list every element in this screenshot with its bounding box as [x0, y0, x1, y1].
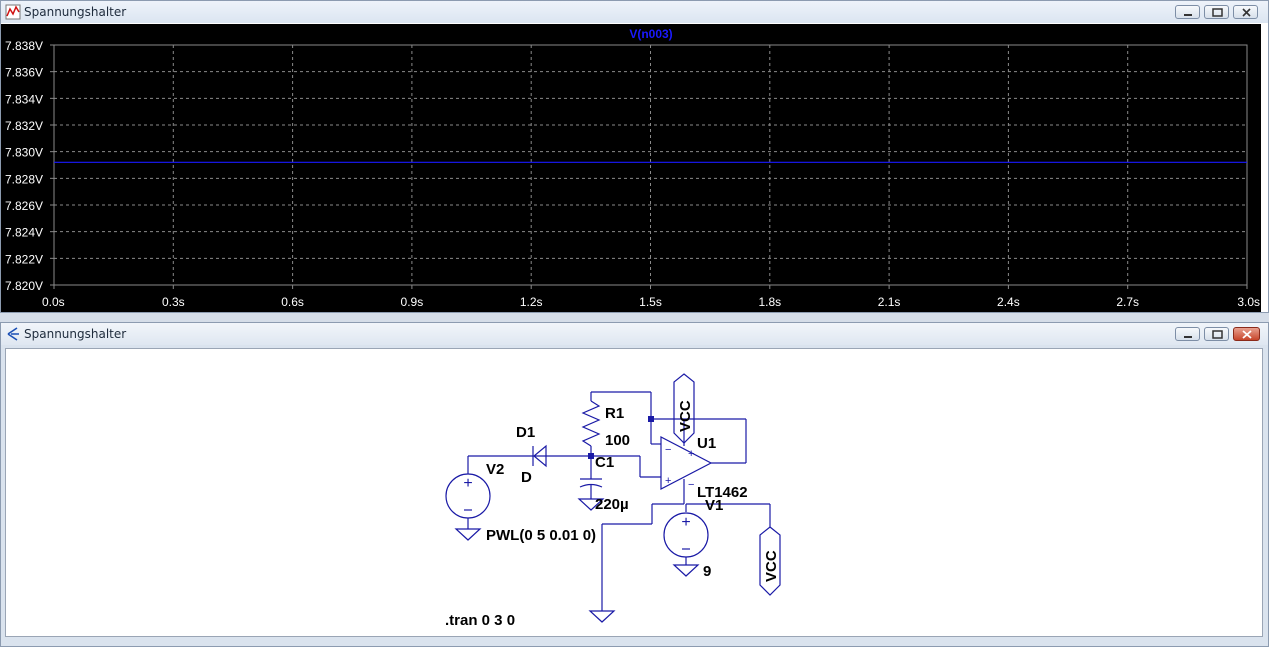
waveform-chart[interactable]: 0.0s 0.3s 0.6s 0.9s 1.2s 1.5s 1.8s 2.1s 2.4s 2.7s…	[1, 24, 1261, 312]
svg-text:+: +	[688, 448, 694, 460]
x-tick-label: 1.8s	[758, 295, 781, 309]
v2-name-label: V2	[486, 461, 504, 478]
opamp-u1[interactable]	[588, 418, 747, 623]
u1-value-label: LT1462	[697, 484, 748, 501]
ground-icon	[454, 528, 482, 541]
y-tick-label: 7.830V	[5, 146, 43, 160]
y-tick-label: 7.838V	[5, 39, 43, 53]
r1-name-label: R1	[605, 405, 624, 422]
schematic-window-titlebar[interactable]: Spannungshalter	[1, 323, 1268, 345]
x-tick-label: 1.5s	[639, 295, 662, 309]
minimize-button[interactable]	[1175, 5, 1200, 19]
x-tick-label: 0.3s	[162, 295, 185, 309]
y-tick-label: 7.826V	[5, 199, 43, 213]
plot-window-title: Spannungshalter	[24, 5, 127, 19]
ground-icon	[588, 610, 616, 623]
diode-d1[interactable]	[532, 444, 591, 468]
waveform-icon	[5, 4, 21, 20]
v2-value-label: PWL(0 5 0.01 0)	[486, 527, 596, 544]
x-tick-label: 2.1s	[878, 295, 901, 309]
schematic-window: Spannungshalter +	[0, 322, 1269, 647]
y-tick-label: 7.834V	[5, 92, 43, 106]
junction-dot	[588, 453, 594, 459]
restore-button[interactable]	[1204, 327, 1229, 341]
c1-value-label: 220µ	[595, 496, 629, 513]
y-tick-label: 7.820V	[5, 279, 43, 293]
y-tick-label: 7.836V	[5, 66, 43, 80]
x-tick-label: 2.4s	[997, 295, 1020, 309]
schematic-window-title: Spannungshalter	[24, 327, 127, 341]
ground-icon	[672, 564, 700, 577]
ground-icon	[577, 498, 605, 511]
d1-name-label: D1	[516, 424, 535, 441]
svg-text:−: −	[688, 479, 694, 491]
plot-window: Spannungshalter 0.0s 0.3s 0.6s 0.9s 1.2s 1.5s…	[0, 0, 1269, 313]
v1-name-label: V1	[705, 497, 723, 514]
schematic-canvas[interactable]: +	[5, 348, 1263, 637]
vcc-net-label-top[interactable]	[673, 373, 695, 444]
x-tick-label: 2.7s	[1116, 295, 1139, 309]
x-tick-label: 0.6s	[281, 295, 304, 309]
x-tick-label: 0.0s	[42, 295, 65, 309]
y-tick-label: 7.832V	[5, 119, 43, 133]
capacitor-c1[interactable]	[577, 456, 605, 511]
vcc-net-label-right[interactable]	[759, 526, 781, 596]
vcc-label-top-text: VCC	[677, 400, 694, 432]
minimize-button[interactable]	[1175, 327, 1200, 341]
voltage-source-v1[interactable]: +	[663, 503, 771, 577]
vcc-label-right-text: VCC	[763, 550, 780, 582]
y-tick-label: 7.824V	[5, 226, 43, 240]
y-tick-label: 7.828V	[5, 172, 43, 186]
tran-directive[interactable]: .tran 0 3 0	[445, 612, 515, 629]
plot-area[interactable]: 0.0s 0.3s 0.6s 0.9s 1.2s 1.5s 1.8s 2.1s 2.4s 2.7s…	[1, 24, 1261, 312]
svg-text:−: −	[665, 444, 671, 456]
svg-text:+: +	[681, 514, 690, 531]
svg-text:+: +	[463, 475, 472, 492]
restore-button[interactable]	[1204, 5, 1229, 19]
v1-value-label: 9	[703, 563, 711, 580]
svg-text:+: +	[665, 475, 671, 487]
chart-background	[1, 24, 1261, 312]
plot-window-titlebar[interactable]: Spannungshalter	[1, 1, 1268, 23]
schematic-drawing[interactable]: +	[6, 349, 1262, 636]
c1-name-label: C1	[595, 454, 614, 471]
trace-label[interactable]: V(n003)	[629, 27, 672, 41]
x-tick-label: 0.9s	[401, 295, 424, 309]
x-tick-label: 3.0s	[1237, 295, 1260, 309]
d1-value-label: D	[521, 469, 532, 486]
schematic-icon	[7, 327, 19, 341]
close-button[interactable]	[1233, 5, 1258, 19]
junction-dot	[648, 416, 654, 422]
r1-value-label: 100	[605, 432, 630, 449]
close-button[interactable]	[1233, 327, 1260, 341]
x-tick-label: 1.2s	[520, 295, 543, 309]
u1-name-label: U1	[697, 435, 716, 452]
y-tick-label: 7.822V	[5, 252, 43, 266]
resistor-r1[interactable]	[581, 391, 652, 456]
